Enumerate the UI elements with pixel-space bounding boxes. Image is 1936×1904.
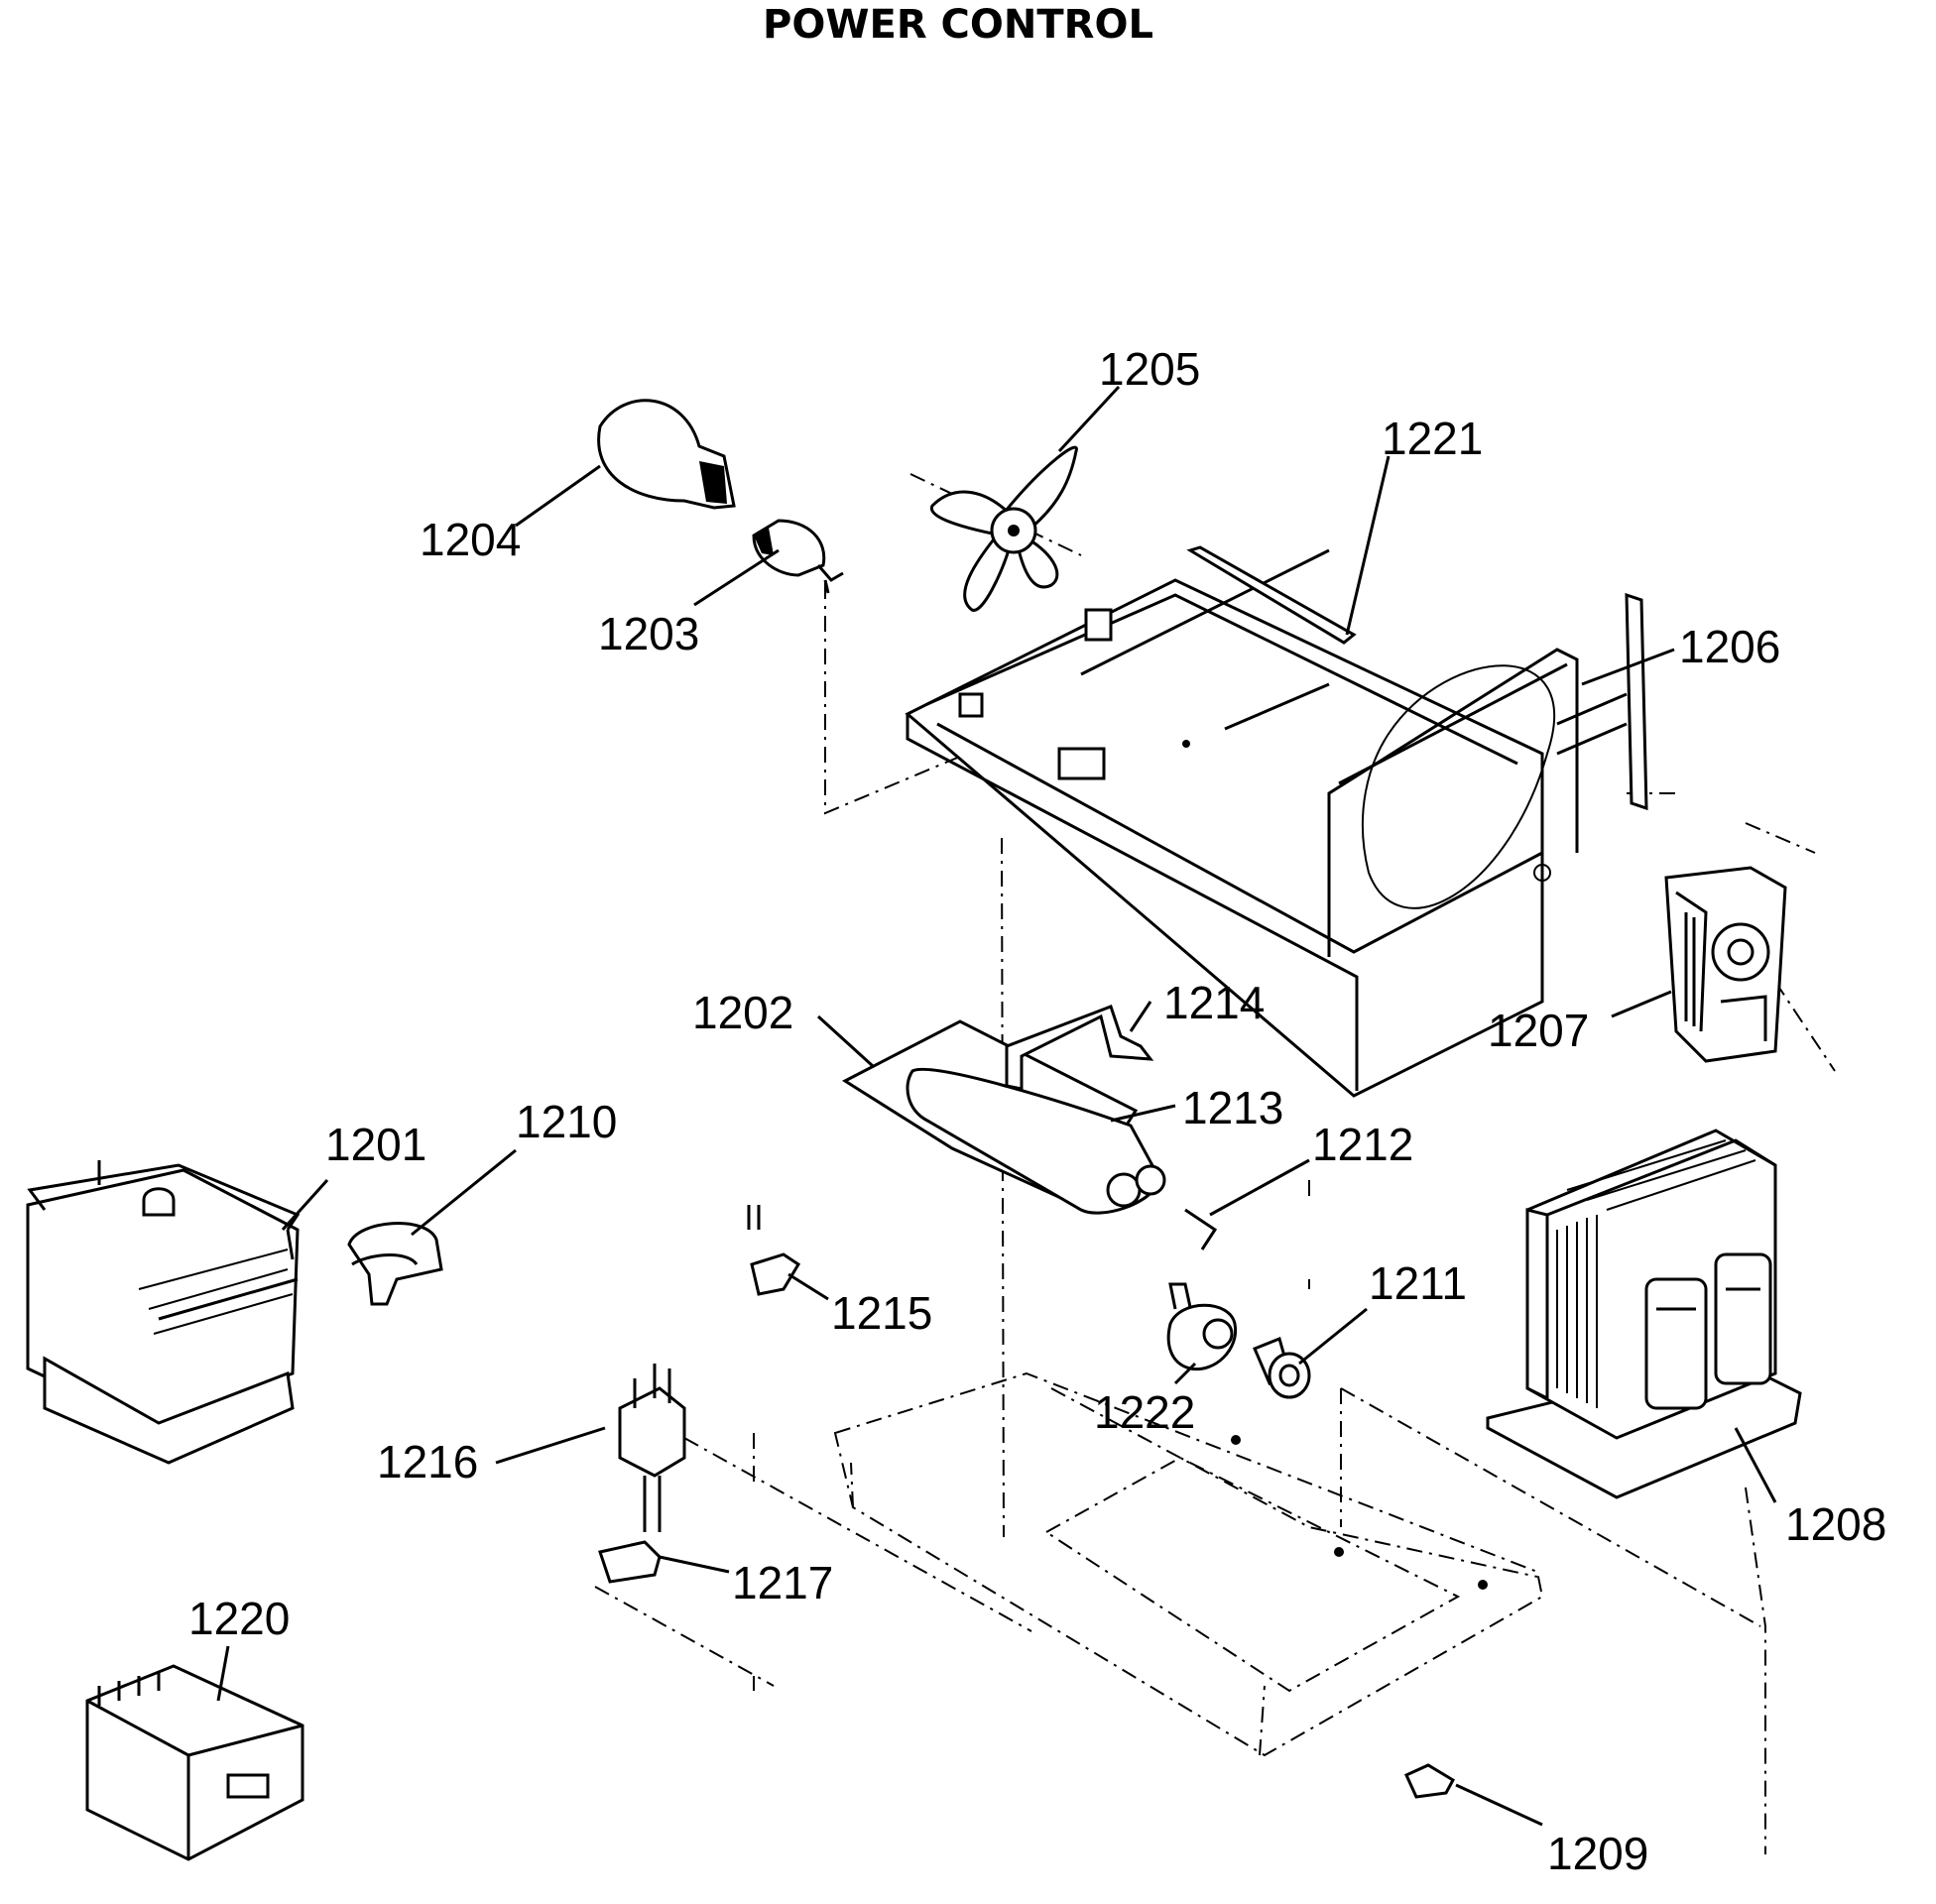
fan-motor (1664, 866, 1787, 1063)
chassis-frame (905, 545, 1648, 1098)
callout-1222: 1222 (1094, 1386, 1195, 1438)
fuse-holder (1253, 1336, 1311, 1399)
callout-1201: 1201 (325, 1119, 426, 1170)
callout-1210: 1210 (516, 1096, 617, 1147)
fan-blade (929, 445, 1078, 612)
lamp-bulb (597, 399, 736, 510)
switch (598, 1540, 662, 1584)
diode-box (85, 1664, 304, 1861)
callout-1205: 1205 (1099, 343, 1200, 395)
callout-1208: 1208 (1785, 1498, 1886, 1550)
small-fuse (1404, 1763, 1455, 1799)
diagram-title: POWER CONTROL (763, 2, 1153, 48)
magnetron (26, 1160, 301, 1465)
lamp-socket (752, 519, 844, 594)
capacitor-assembly (841, 1005, 1218, 1250)
callout-1206: 1206 (1679, 621, 1780, 672)
switch-bracket (618, 1364, 686, 1532)
part-callouts: 1201 1202 1203 1204 1205 1206 1207 1208 … (188, 343, 1886, 1879)
transformer (1486, 1129, 1802, 1499)
callout-1217: 1217 (732, 1557, 833, 1608)
thermostat (1166, 1282, 1238, 1371)
callout-1220: 1220 (188, 1593, 290, 1644)
callout-1209: 1209 (1547, 1828, 1648, 1879)
callout-1207: 1207 (1488, 1005, 1589, 1056)
callout-1216: 1216 (377, 1436, 478, 1488)
callout-1212: 1212 (1312, 1119, 1413, 1170)
callout-1214: 1214 (1163, 977, 1265, 1028)
interlock-switch-small (747, 1205, 801, 1296)
callout-1221: 1221 (1382, 413, 1483, 464)
callout-1211: 1211 (1369, 1257, 1467, 1309)
leader-lines (216, 385, 1777, 1827)
filter-cover (347, 1222, 443, 1306)
callout-1202: 1202 (692, 987, 793, 1038)
callout-1203: 1203 (598, 608, 699, 659)
callout-1213: 1213 (1182, 1082, 1283, 1133)
base-plate-outline (833, 1371, 1544, 1757)
callout-1204: 1204 (420, 514, 521, 565)
callout-1215: 1215 (831, 1287, 932, 1339)
